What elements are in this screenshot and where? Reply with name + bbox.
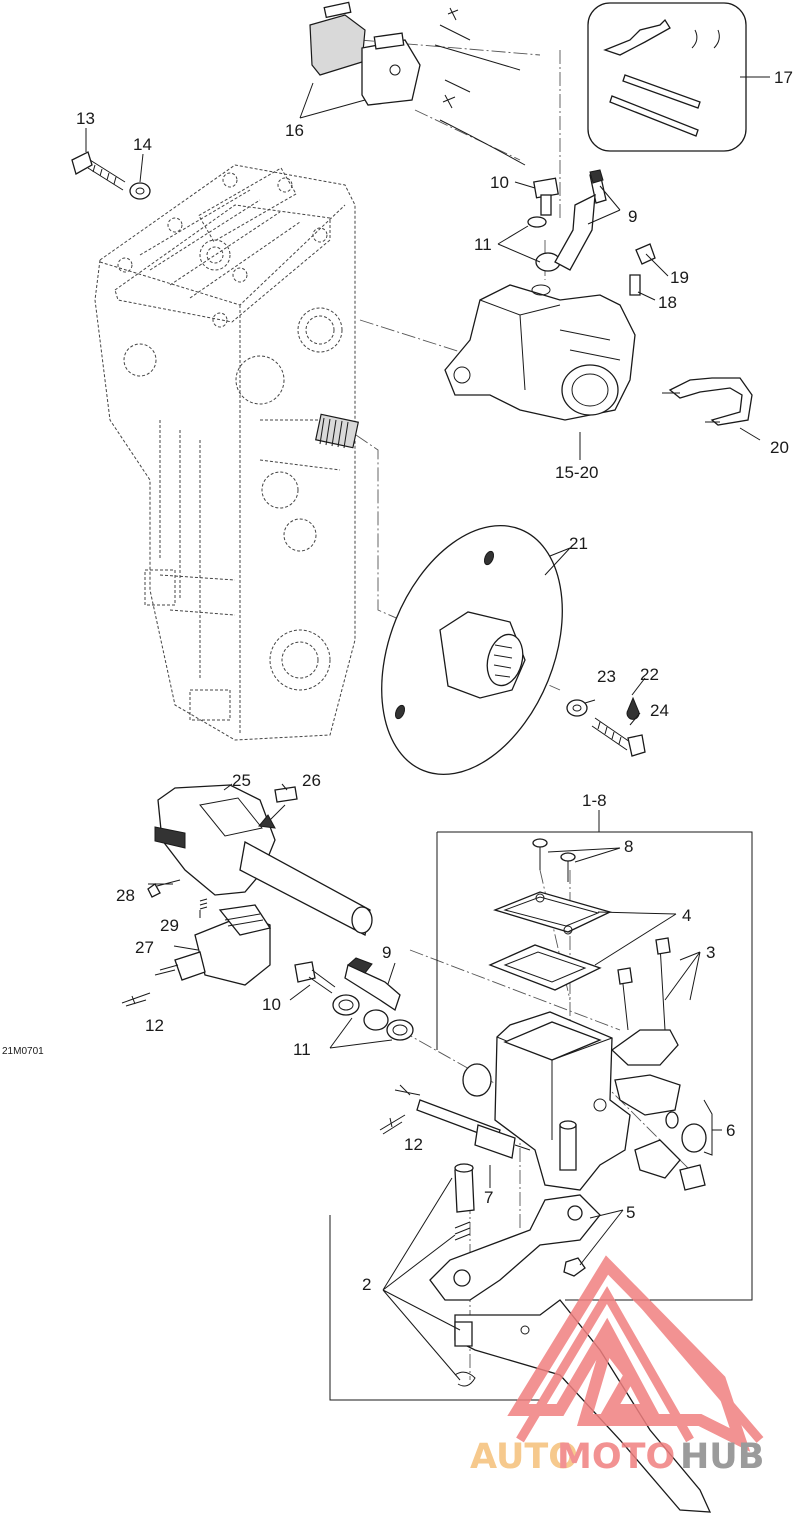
callout-20: 20 — [770, 438, 789, 457]
callout-12-lower: 12 — [404, 1135, 423, 1154]
callout-19: 19 — [670, 268, 689, 287]
spare-kit-17 — [587, 2, 747, 152]
watermark-auto: AUTO — [470, 1437, 578, 1477]
gearbox-housing — [94, 164, 359, 741]
callout-11-lower: 11 — [293, 1040, 311, 1059]
callout-9-upper: 9 — [628, 207, 637, 226]
callout-16: 16 — [285, 121, 304, 140]
caliper-assembly — [444, 169, 753, 426]
master-cylinder-line — [294, 957, 414, 1041]
watermark-logo: AUTO MOTO HUB — [470, 1255, 764, 1477]
callout-1-8: 1-8 — [582, 791, 607, 810]
watermark-hub: HUB — [680, 1437, 764, 1477]
leader-lines — [85, 76, 770, 1381]
callout-4: 4 — [682, 906, 691, 925]
bolt-13-washer-14 — [71, 151, 151, 200]
callout-6: 6 — [726, 1121, 735, 1140]
callout-26: 26 — [302, 771, 321, 790]
watermark-triangle-icon — [507, 1255, 751, 1452]
brake-pads — [309, 1, 526, 166]
callout-24: 24 — [650, 701, 669, 720]
callout-10-lower: 10 — [262, 995, 281, 1014]
callout-27: 27 — [135, 938, 154, 957]
handlebar-switch-housing — [121, 784, 406, 1135]
callout-11-upper: 11 — [474, 235, 492, 254]
callout-17: 17 — [774, 68, 793, 87]
drawing-code: 21M0701 — [2, 1046, 44, 1057]
callout-3: 3 — [706, 943, 715, 962]
callout-22: 22 — [640, 665, 659, 684]
callout-10-upper: 10 — [490, 173, 509, 192]
callout-9-lower: 9 — [382, 943, 391, 962]
callout-23: 23 — [597, 667, 616, 686]
master-cylinder-assembly — [329, 831, 753, 1513]
callout-13: 13 — [76, 109, 95, 128]
callout-18: 18 — [658, 293, 677, 312]
callout-25: 25 — [232, 771, 251, 790]
callout-29: 29 — [160, 916, 179, 935]
callout-2: 2 — [362, 1275, 371, 1294]
callout-labels: 13 14 16 17 10 9 11 19 18 20 15-20 21 22… — [2, 68, 793, 1294]
watermark-moto: MOTO — [557, 1437, 675, 1477]
callout-7: 7 — [484, 1188, 493, 1207]
callout-15-20: 15-20 — [555, 463, 598, 482]
callout-5: 5 — [626, 1203, 635, 1222]
callout-21: 21 — [569, 534, 588, 553]
brake-disc — [381, 524, 563, 776]
callout-14: 14 — [133, 135, 152, 154]
callout-8: 8 — [624, 837, 633, 856]
callout-28: 28 — [116, 886, 135, 905]
callout-12-upper: 12 — [145, 1016, 164, 1035]
disc-fasteners — [566, 696, 646, 757]
